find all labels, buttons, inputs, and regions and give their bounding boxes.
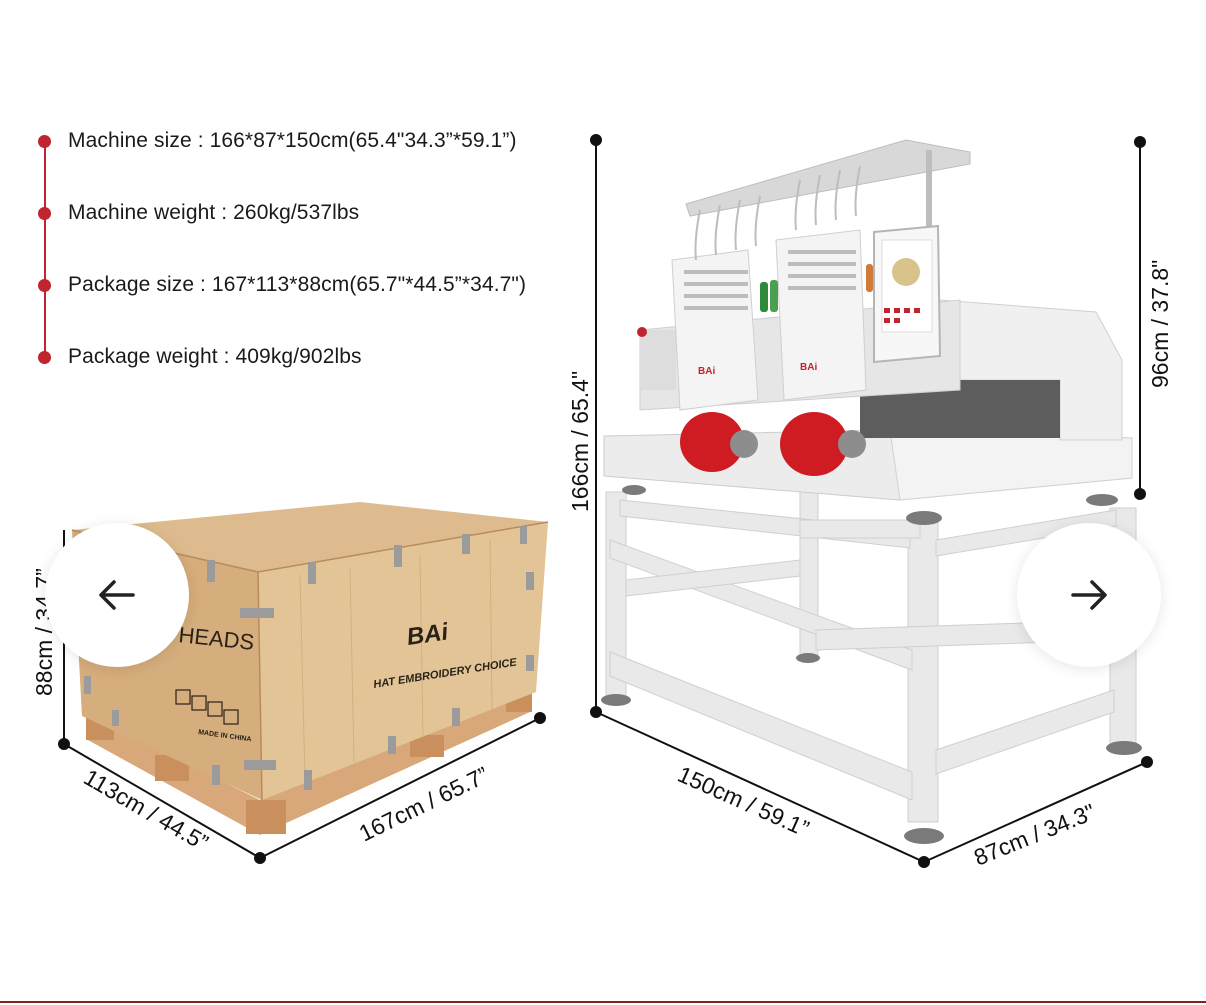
spec-package-size: Package size : 167*113*88cm(65.7"*44.5”*… xyxy=(68,273,527,296)
spec-timeline xyxy=(44,141,46,357)
spec-bullet xyxy=(38,207,51,220)
spec-list: Machine size : 166*87*150cm(65.4"34.3”*5… xyxy=(0,0,600,400)
crate-handling-icons xyxy=(175,689,239,725)
arrow-right-icon xyxy=(1071,580,1107,610)
spec-machine-weight: Machine weight : 260kg/537lbs xyxy=(68,201,360,224)
prev-image-button[interactable] xyxy=(45,523,189,667)
head-2-brand: BAi xyxy=(800,362,817,373)
spec-package-weight: Package weight : 409kg/902lbs xyxy=(68,345,362,368)
spec-bullet xyxy=(38,279,51,292)
machine-height-label: 166cm / 65.4" xyxy=(567,371,593,512)
bottom-divider xyxy=(0,1001,1206,1003)
spec-bullet xyxy=(38,135,51,148)
machine-head-height-label: 96cm / 37.8" xyxy=(1147,260,1173,388)
embroidery-machine: BAi BAi xyxy=(601,139,1142,844)
dimension-lines xyxy=(58,134,1153,868)
crate-brand-logo: BAi xyxy=(405,618,451,651)
next-image-button[interactable] xyxy=(1017,523,1161,667)
spec-bullet xyxy=(38,351,51,364)
head-1-brand: BAi xyxy=(698,366,715,377)
machine-depth-label: 87cm / 34.3" xyxy=(970,798,1099,870)
spec-machine-size: Machine size : 166*87*150cm(65.4"34.3”*5… xyxy=(68,129,517,152)
arrow-left-icon xyxy=(99,580,135,610)
